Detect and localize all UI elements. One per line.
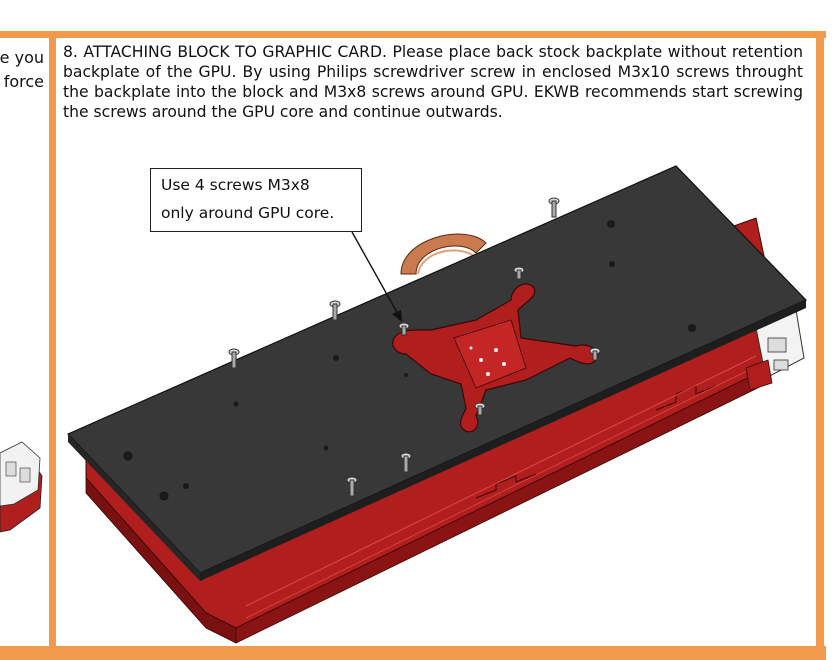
screw-m3x8-4 <box>474 402 486 416</box>
previous-step-column: e you force <box>0 38 48 646</box>
screw-m3x8-2 <box>513 266 525 280</box>
gpu-assembly-illustration <box>66 165 808 644</box>
callout-pointer-arrowhead <box>392 310 402 322</box>
screw-m3x8-3 <box>589 347 601 361</box>
screw-m3x10-3 <box>548 197 560 218</box>
previous-step-text-line-2: force <box>3 72 44 91</box>
screws <box>228 197 601 497</box>
frame-top-bar <box>0 31 826 38</box>
callout-line-2: only around GPU core. <box>161 204 335 222</box>
step-instruction-text: 8. ATTACHING BLOCK TO GRAPHIC CARD. Plea… <box>63 43 803 121</box>
callout-line-1: Use 4 screws M3x8 <box>161 176 310 194</box>
copper-fitting <box>400 233 487 275</box>
screw-m3x10-4 <box>400 452 412 473</box>
previous-step-text-line-1: e you <box>0 48 44 67</box>
frame-right-bar <box>816 31 824 660</box>
frame-divider-bar <box>49 31 56 660</box>
gpu-core-bracket <box>392 283 598 433</box>
frame-bottom-bar <box>0 646 826 660</box>
instruction-step-panel: 8. ATTACHING BLOCK TO GRAPHIC CARD. Plea… <box>56 38 816 646</box>
callout-pointer-line <box>351 231 400 317</box>
screw-callout-box: Use 4 screws M3x8 only around GPU core. <box>150 168 362 232</box>
screw-m3x10-2 <box>329 300 341 321</box>
previous-step-illustration <box>0 441 43 533</box>
screw-m3x8-1 <box>398 322 410 336</box>
screw-m3x10-5 <box>346 476 358 497</box>
screw-m3x10-1 <box>228 348 240 369</box>
